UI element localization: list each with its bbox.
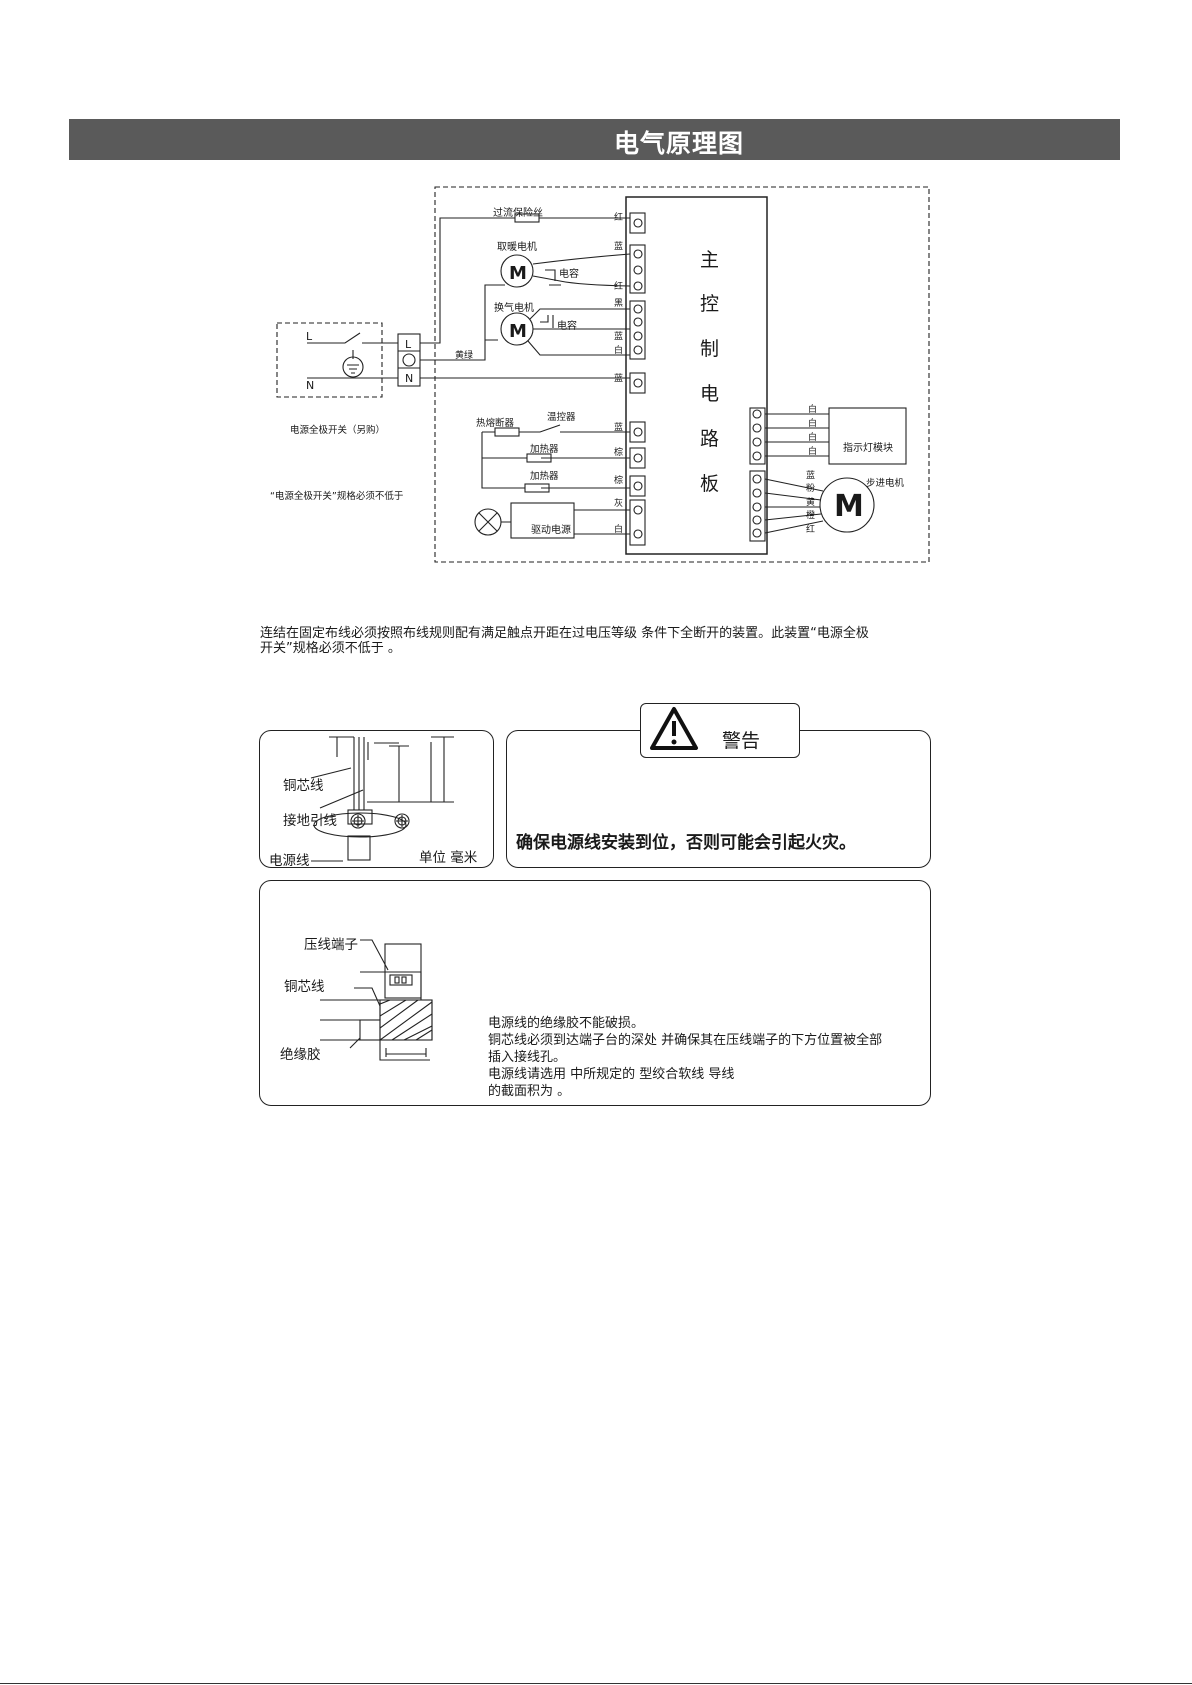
wire-color: 黑 — [614, 298, 623, 309]
wire-color: 红 — [806, 523, 815, 535]
switch-enclosure — [276, 322, 383, 398]
wire-color: 白 — [808, 431, 817, 443]
driver-label: 驱动电源 — [531, 523, 571, 536]
switch-caption: 电源全极开关（另购） — [290, 424, 385, 436]
wire-color: 红 — [614, 211, 623, 223]
heater2-label: 加热器 — [530, 470, 559, 482]
cable-unit-label: 单位 毫米 — [419, 850, 478, 866]
wire-color: 蓝 — [614, 421, 623, 433]
header-bar — [69, 119, 1120, 160]
install-line-3: 插入接线孔。 — [488, 1050, 567, 1065]
terminal-n: N — [405, 372, 413, 385]
cable-copper-label: 铜芯线 — [283, 778, 324, 794]
svg-text:M: M — [509, 263, 527, 284]
indicator-label: 指示灯模块 — [843, 441, 893, 454]
install-line-4: 电源线请选用 中所规定的 型绞合软线 导线 — [488, 1067, 735, 1082]
install-copper-label: 铜芯线 — [284, 979, 325, 995]
install-line-5: 的截面积为 。 — [488, 1084, 571, 1099]
wiring-note-line-1: 连结在固定布线必须按照布线规则配有满足触点开距在过电压等级 条件下全断开的装置。… — [260, 626, 869, 641]
main-board-char-2: 控 — [700, 293, 719, 315]
main-board-char-4: 电 — [700, 383, 719, 405]
wire-color: 黄 — [806, 496, 815, 508]
stepper-label: 步进电机 — [866, 477, 905, 489]
thermostat-label: 温控器 — [547, 411, 576, 423]
switch-n: N — [306, 379, 314, 392]
wiring-note: 连结在固定布线必须按照布线规则配有满足触点开距在过电压等级 条件下全断开的装置。… — [260, 626, 932, 656]
switch-spec: “电源全极开关”规格必须不低于 — [270, 490, 403, 502]
warning-text: 确保电源线安装到位，否则可能会引起火灾。 — [516, 833, 856, 853]
exhaust-motor-label: 换气电机 — [494, 301, 534, 314]
indicator-module — [828, 407, 907, 465]
fuse-label: 过流保险丝 — [493, 206, 543, 219]
svg-text:M: M — [509, 321, 527, 342]
bottom-rule — [0, 1683, 1192, 1684]
warning-icon — [650, 707, 698, 750]
heating-motor-label: 取暖电机 — [497, 240, 537, 253]
main-board-char-5: 路 — [700, 428, 719, 450]
wiring-diagram: M M M 主 控 制 电 路 板 过流保险丝 取暖电机 电容 换气电机 电容 … — [270, 186, 930, 563]
cable-cord-label: 电源线 — [269, 853, 310, 869]
wire-color: 蓝 — [614, 330, 623, 342]
wire-color: 蓝 — [614, 372, 623, 384]
cable-illustration — [310, 736, 454, 862]
install-line-2: 铜芯线必须到达端子台的深处 并确保其在压线端子的下方位置被全部 — [488, 1033, 883, 1048]
stepper-motor — [819, 477, 875, 533]
wire-color: 橙 — [806, 509, 815, 521]
install-insulation-label: 绝缘胶 — [280, 1047, 321, 1063]
switch-l: L — [306, 330, 313, 343]
wire-color: 白 — [614, 523, 623, 535]
install-terminal-label: 压线端子 — [304, 937, 358, 953]
wire-color: 白 — [808, 403, 817, 415]
terminal-l: L — [405, 338, 412, 351]
wire-color: 蓝 — [614, 240, 623, 252]
warning-title: 警告 — [722, 730, 761, 752]
wire-color: 白 — [808, 417, 817, 429]
wiring-note-line-2: 开关”规格必须不低于 。 — [260, 641, 401, 656]
wire-color: 棕 — [614, 446, 623, 458]
capacitor-label-1: 电容 — [559, 267, 579, 280]
wire-color: 棕 — [614, 474, 623, 486]
wire-color: 粉 — [806, 482, 815, 494]
heating-motor-symbol — [500, 254, 534, 288]
unit-enclosure — [434, 186, 930, 563]
heater1-label: 加热器 — [530, 443, 559, 455]
wire-color: 白 — [808, 445, 817, 457]
cable-ground-label: 接地引线 — [283, 813, 337, 829]
page-title: 电气原理图 — [614, 129, 745, 158]
install-box — [259, 880, 931, 1106]
wire-color: 蓝 — [806, 469, 815, 481]
wire-color: 红 — [614, 280, 623, 292]
install-line-1: 电源线的绝缘胶不能破损。 — [488, 1016, 645, 1031]
yellow-green-label: 黄绿 — [455, 349, 473, 361]
capacitor-label-2: 电容 — [557, 319, 577, 332]
terminal-illustration — [320, 939, 433, 1061]
wire-color: 灰 — [614, 497, 623, 509]
driver-box — [510, 502, 575, 539]
main-board-char-1: 主 — [700, 249, 719, 271]
wire-color: 白 — [614, 344, 623, 356]
main-board-char-3: 制 — [700, 338, 719, 360]
svg-text:M: M — [834, 489, 864, 524]
thermal-fuse-label: 热熔断器 — [476, 417, 515, 429]
cable-box — [259, 730, 494, 868]
main-board-char-6: 板 — [700, 473, 719, 495]
main-board — [625, 196, 768, 555]
